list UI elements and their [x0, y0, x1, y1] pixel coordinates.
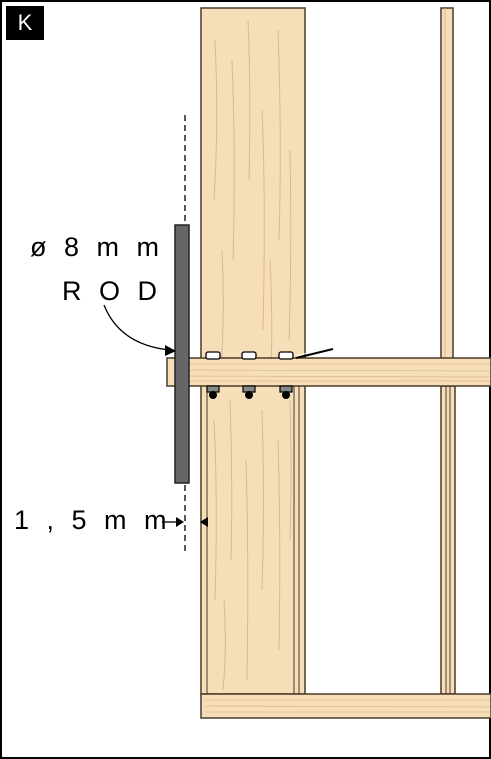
gap-arrow-left-head [176, 517, 184, 527]
angled-screw [295, 348, 334, 359]
bolt-nuts-bottom [206, 385, 293, 399]
rod-leader-line [103, 304, 171, 351]
thin-stud-lower [440, 385, 456, 695]
vertical-post [200, 7, 306, 695]
steel-rod [174, 224, 190, 484]
gap-dimension-callout: 1 , 5 m m [14, 505, 172, 535]
horizontal-beam [166, 357, 491, 387]
panel-label: K [6, 6, 44, 40]
bolt-heads-top [205, 351, 294, 360]
bottom-plate [200, 693, 491, 719]
gap-arrow-right-head [200, 517, 208, 527]
rod-diameter-callout: ø 8 m m [30, 232, 164, 262]
rod-name-callout: R O D [62, 276, 163, 306]
angled-screw-highlight [295, 347, 327, 357]
thin-stud-upper [440, 7, 454, 387]
rod-leader-arrowhead [165, 345, 176, 356]
